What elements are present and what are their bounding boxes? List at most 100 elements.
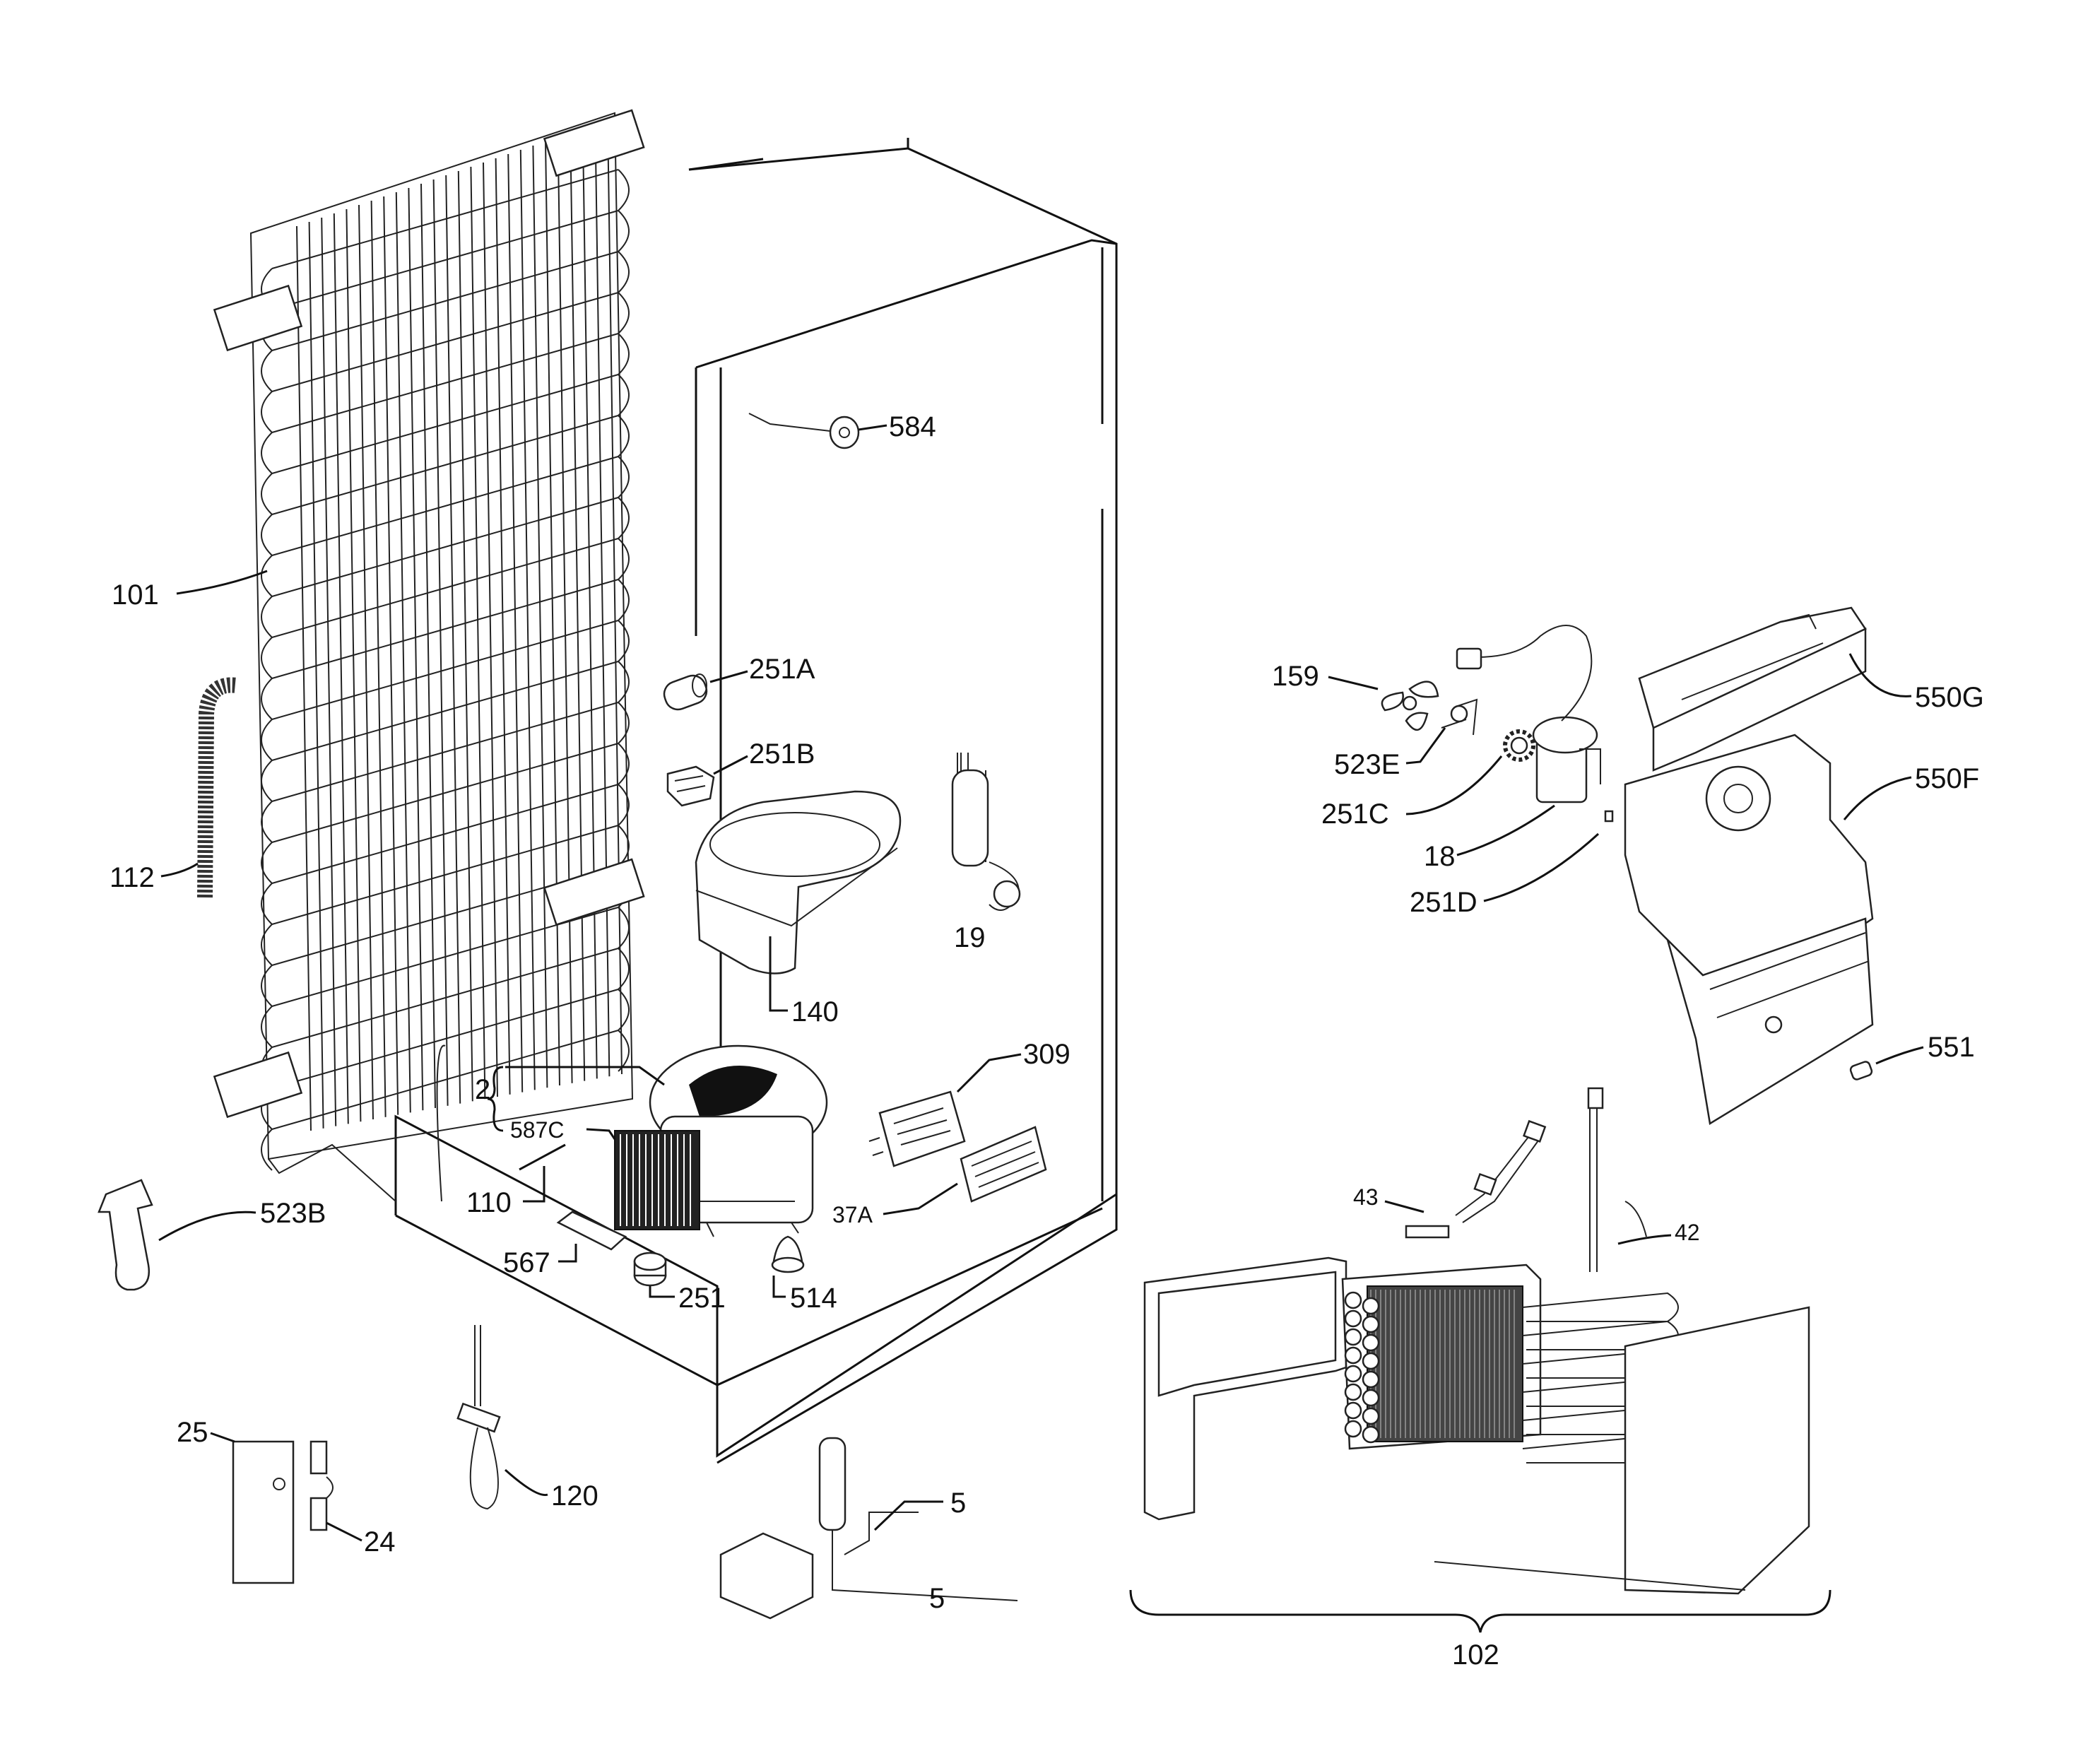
label-43: 43 — [1353, 1184, 1424, 1213]
bracket-523E — [1441, 698, 1478, 736]
label-551-text: 551 — [1928, 1032, 1975, 1063]
label-101: 101 — [112, 570, 268, 611]
label-42: 42 — [1617, 1220, 1700, 1245]
condenser-pass — [271, 210, 619, 310]
condenser-bend — [261, 801, 273, 843]
evaporator-tube-end — [1362, 1333, 1380, 1352]
label-120: 120 — [505, 1468, 598, 1512]
label-25: 25 — [177, 1417, 235, 1448]
board-37A — [960, 1126, 1047, 1203]
sensor-584 — [748, 413, 860, 449]
label-251D: 251D — [1410, 832, 1600, 918]
condenser-bend — [618, 661, 630, 703]
plate-567 — [556, 1211, 627, 1251]
condenser-bend — [261, 678, 273, 720]
grommet-251A — [663, 673, 708, 711]
cabinet-body — [394, 138, 1118, 1464]
condenser-rung — [470, 166, 486, 1100]
fan-motor-18 — [1456, 625, 1601, 803]
condenser-pass — [271, 743, 619, 843]
condenser-bend — [261, 391, 273, 433]
clip-551 — [1849, 1061, 1873, 1080]
label-2-text: 2 — [475, 1074, 490, 1105]
label-5-bottom-text: 5 — [929, 1583, 945, 1614]
label-251D-text: 251D — [1410, 887, 1477, 918]
condenser-bend — [618, 702, 630, 744]
grommet-251 — [633, 1251, 667, 1287]
condenser-bend — [618, 497, 630, 539]
condenser-bend — [261, 1129, 273, 1171]
label-18: 18 — [1424, 804, 1555, 872]
condenser-rung — [321, 217, 337, 1126]
label-550G: 550G — [1848, 653, 1984, 713]
condenser-bend — [261, 473, 273, 515]
label-102-text: 102 — [1452, 1639, 1499, 1671]
condenser-pass — [271, 661, 619, 761]
label-523E: 523E — [1334, 727, 1446, 780]
rod-110 — [519, 1143, 566, 1171]
condenser-pass — [271, 538, 619, 638]
evaporator-tube-end — [1362, 1352, 1380, 1370]
condenser-bend — [261, 637, 273, 679]
valve-drier — [719, 1437, 1018, 1620]
duct-cover-550G — [1638, 606, 1867, 772]
condenser-rung — [346, 208, 362, 1122]
condenser-rung — [420, 183, 436, 1109]
condenser-pass — [271, 948, 619, 1048]
label-5-top: 5 — [873, 1488, 966, 1531]
label-587C-text: 587C — [510, 1117, 565, 1143]
condenser-rung — [507, 153, 524, 1092]
sensor-120 — [456, 1325, 501, 1510]
evaporator-assembly — [1143, 1087, 1810, 1595]
label-514-text: 514 — [790, 1283, 837, 1314]
label-251A: 251A — [709, 654, 815, 685]
label-251A-text: 251A — [749, 654, 815, 685]
label-24-text: 24 — [364, 1526, 396, 1557]
label-251B: 251B — [713, 738, 815, 775]
label-587C: 587C — [510, 1117, 616, 1143]
label-101-text: 101 — [112, 579, 159, 611]
label-37A-text: 37A — [832, 1202, 873, 1227]
label-24: 24 — [326, 1521, 396, 1557]
label-19: 19 — [954, 922, 986, 953]
label-567-text: 567 — [503, 1247, 550, 1278]
evaporator-tube-end — [1344, 1383, 1362, 1401]
label-567: 567 — [503, 1244, 577, 1278]
insulated-tube — [197, 677, 238, 898]
condenser-rung — [594, 124, 610, 1077]
condenser-rung — [532, 145, 548, 1088]
label-159-text: 159 — [1272, 661, 1319, 692]
condenser-bend — [618, 907, 630, 949]
condenser-rung — [308, 221, 324, 1129]
evaporator-tube-end — [1344, 1309, 1362, 1328]
condenser-rung — [370, 200, 387, 1117]
label-140: 140 — [769, 936, 839, 1027]
condenser-pass — [271, 784, 619, 884]
condenser-bend — [261, 596, 273, 638]
label-251-text: 251 — [678, 1283, 726, 1314]
condenser-bend — [261, 719, 273, 761]
label-110-text: 110 — [466, 1187, 512, 1218]
condenser-rung — [358, 204, 374, 1120]
label-42-text: 42 — [1675, 1220, 1700, 1245]
label-514: 514 — [772, 1276, 837, 1314]
condenser-rung — [557, 136, 573, 1083]
label-523B-text: 523B — [260, 1198, 326, 1229]
condenser-pass — [271, 169, 619, 269]
evaporator-tube-end — [1362, 1315, 1380, 1333]
board-309 — [868, 1090, 966, 1167]
condenser-bend — [618, 989, 630, 1031]
label-140-text: 140 — [791, 996, 839, 1027]
clip-part — [98, 1179, 153, 1291]
condenser-rung — [457, 170, 473, 1102]
label-5-bottom: 5 — [929, 1583, 945, 1614]
condenser-rung — [519, 149, 536, 1090]
condenser-rung — [395, 192, 411, 1113]
evaporator-tube-end — [1344, 1365, 1362, 1383]
label-584: 584 — [858, 411, 936, 442]
label-523E-text: 523E — [1334, 749, 1400, 780]
condenser-rung — [545, 141, 560, 1086]
condenser-bend — [618, 579, 630, 621]
condenser-bend — [618, 251, 630, 293]
evaporator-tube-end — [1344, 1346, 1362, 1365]
